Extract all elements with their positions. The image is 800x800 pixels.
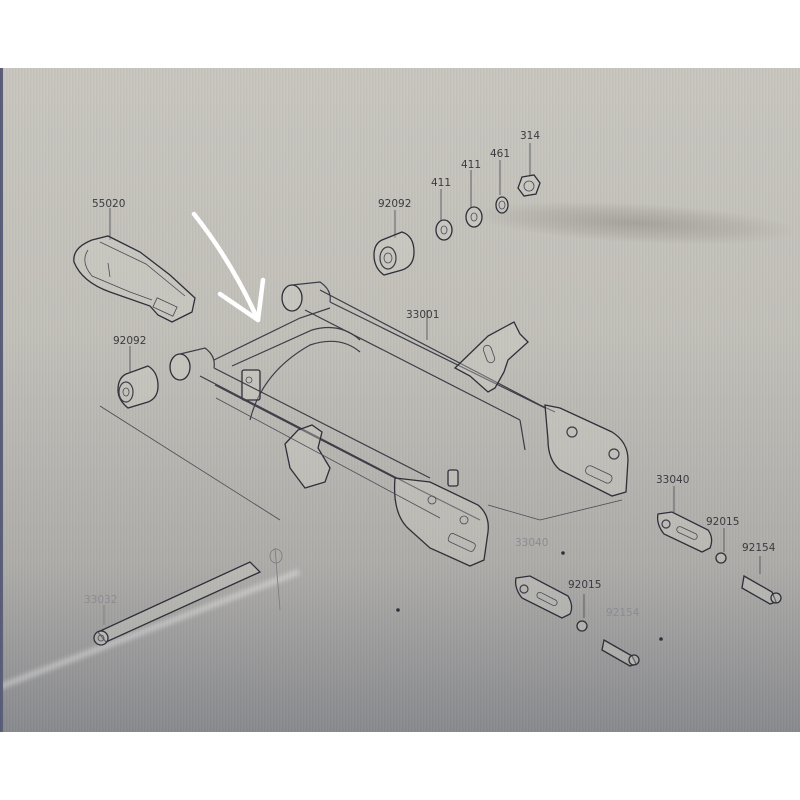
label-314: 314 [520,130,540,142]
label-92092-right: 92092 [378,198,411,210]
annotation-arrow-icon [191,211,266,323]
part-92092-bushing-right [373,210,415,276]
label-33040-right: 33040 [656,474,689,486]
label-92015-left: 92015 [568,579,601,591]
label-33001: 33001 [406,309,439,321]
part-33032-pivot-shaft [93,548,283,646]
part-33001-swingarm [169,281,629,567]
part-314-nut [517,143,541,197]
part-92015-nut-left [576,594,588,632]
label-461: 461 [490,148,510,160]
label-411-b: 411 [461,159,481,171]
part-92154-bolt-left [601,638,640,667]
part-92092-bushing-left [117,346,159,409]
part-55020-chain-slider [73,208,196,323]
part-92015-nut-right [715,528,727,564]
part-461-collar [495,160,509,214]
label-55020: 55020 [92,198,125,210]
label-411-a: 411 [431,177,451,189]
label-92015-right: 92015 [706,516,739,528]
part-33040-adjuster-left [514,575,573,619]
label-33032: 33032 [84,594,117,606]
part-92154-bolt-right [741,556,782,605]
label-92092-left: 92092 [113,335,146,347]
mark-dot [396,608,400,612]
mark-dot [659,637,663,641]
part-33040-adjuster-right [656,486,713,553]
label-33040-left: 33040 [515,537,548,549]
screen-bezel-edge [0,68,3,732]
part-411-washer-b [465,170,483,228]
label-92154-left: 92154 [606,607,640,619]
label-92154-right: 92154 [742,542,776,554]
mark-dot [561,551,565,555]
part-411-washer-a [435,189,453,241]
pivot-reference-lines [99,397,623,611]
